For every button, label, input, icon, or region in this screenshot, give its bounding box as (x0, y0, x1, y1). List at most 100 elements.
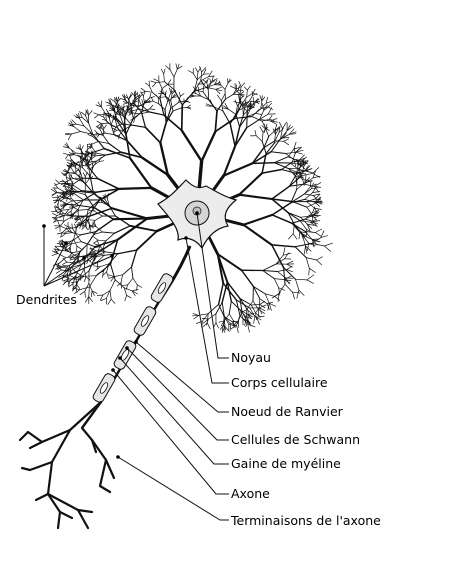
dendrite-branch (307, 280, 314, 284)
dendrite-branch (95, 115, 99, 118)
dendrite-branch (251, 304, 259, 305)
dendrite-branch (266, 97, 267, 103)
dendrite-branch (277, 270, 287, 272)
dendrite-branch (168, 93, 171, 99)
dendrite-branch (89, 111, 93, 116)
dendrite-branch (128, 278, 133, 285)
dendrite-branch (121, 283, 122, 289)
dendrite-branch (110, 291, 111, 300)
dendrite-branch (102, 124, 104, 128)
dendrite-branch (68, 134, 71, 140)
dendrite-branch (61, 210, 68, 211)
axon-terminals (20, 402, 114, 528)
leader-dot (134, 340, 138, 344)
dendrite-branch (203, 85, 204, 92)
dendrite-branch (69, 155, 74, 156)
dendrite-branch (89, 287, 90, 297)
dendrite-branch (72, 120, 76, 124)
dendrite-branch (105, 252, 118, 254)
dendrite-branch (114, 275, 122, 277)
dendrite-branch (143, 96, 144, 103)
dendrite-branch (170, 70, 174, 77)
dendrite-branch (260, 299, 267, 304)
dendrite-branch (76, 276, 77, 285)
dendrite-branch (108, 299, 111, 304)
dendrite-branch (154, 79, 159, 82)
dendrite-branch (293, 292, 295, 299)
dendrite-branch (125, 295, 127, 300)
dendrite-branch (269, 115, 272, 119)
dendrite-branch (53, 214, 58, 216)
dendrite-branch (252, 152, 271, 164)
dendrite-branch (145, 127, 160, 143)
dendrite-branch (229, 301, 231, 314)
dendrite-branch (92, 142, 98, 145)
dendrite-branch (92, 159, 93, 166)
dendrite-branch (272, 245, 295, 247)
dendrite-branch (97, 124, 101, 127)
dendrite-branch (58, 200, 59, 206)
dendrite-branch (309, 268, 315, 272)
myelin-segment (150, 272, 175, 303)
dendrite-branch (96, 153, 105, 155)
dendrite-branch (85, 179, 89, 184)
dendrite-branch (196, 91, 203, 92)
dendrite-branch (142, 112, 146, 127)
leader-dot (184, 236, 188, 240)
label-cellules-de-schwann: Cellules de Schwann (231, 433, 360, 447)
dendrite-branch (266, 101, 271, 103)
dendrite-branch (104, 125, 107, 129)
dendrite-branch (71, 242, 81, 244)
leader-dot (82, 256, 86, 260)
leader-dot (118, 356, 122, 360)
dendrite-branch (85, 277, 86, 282)
dendrite-branch (242, 270, 254, 286)
dendrite-branch (229, 314, 233, 321)
dendrite-branch (307, 202, 315, 209)
dendrite-branch (272, 186, 290, 199)
dendrite-branch (248, 324, 255, 327)
dendrite-branch (74, 185, 82, 190)
terminal-branch (48, 462, 72, 518)
dendrite-branch (69, 284, 73, 287)
dendrite-branch (145, 91, 152, 92)
dendrite-branch (259, 299, 260, 308)
dendrite-branch (161, 69, 164, 74)
dendrite-branch (287, 266, 292, 270)
dendrite-branch (111, 99, 116, 102)
label-axone: Axone (231, 487, 270, 501)
dendrite-branch (176, 64, 177, 69)
dendrite-branch (67, 211, 71, 214)
dendrite-branch (55, 226, 60, 228)
dendrite-branch (60, 205, 65, 206)
leader-line (136, 342, 229, 412)
dendrite-branch (68, 194, 73, 198)
dendrite-branch (94, 237, 99, 240)
dendrite-branch (272, 215, 292, 223)
dendrite-branch (173, 108, 181, 111)
dendrite-branch (263, 271, 275, 279)
dendrite-branch (76, 166, 77, 174)
dendrite-branch (274, 134, 275, 143)
leader-line (118, 457, 229, 520)
dendrite-branch (58, 221, 60, 226)
dendrite-branch (260, 127, 263, 133)
dendrite-branch (215, 111, 217, 132)
dendrite-branch (100, 125, 101, 130)
dendrite-branch (255, 109, 259, 113)
dendrite-branch (244, 87, 247, 90)
dendrite-branch (314, 221, 320, 222)
terminal-branch (22, 430, 70, 470)
dendrite-branch (197, 74, 203, 80)
dendrite-branch (66, 176, 68, 184)
dendrite-branch (239, 173, 262, 195)
dendrite-branch (152, 83, 156, 87)
dendrite-branch (142, 100, 143, 105)
dendrite-branch (182, 130, 202, 161)
leader-dot (111, 368, 115, 372)
dendrite-branch (202, 132, 216, 162)
dendrite-branch (137, 231, 157, 250)
dendrite-branch (215, 85, 221, 86)
